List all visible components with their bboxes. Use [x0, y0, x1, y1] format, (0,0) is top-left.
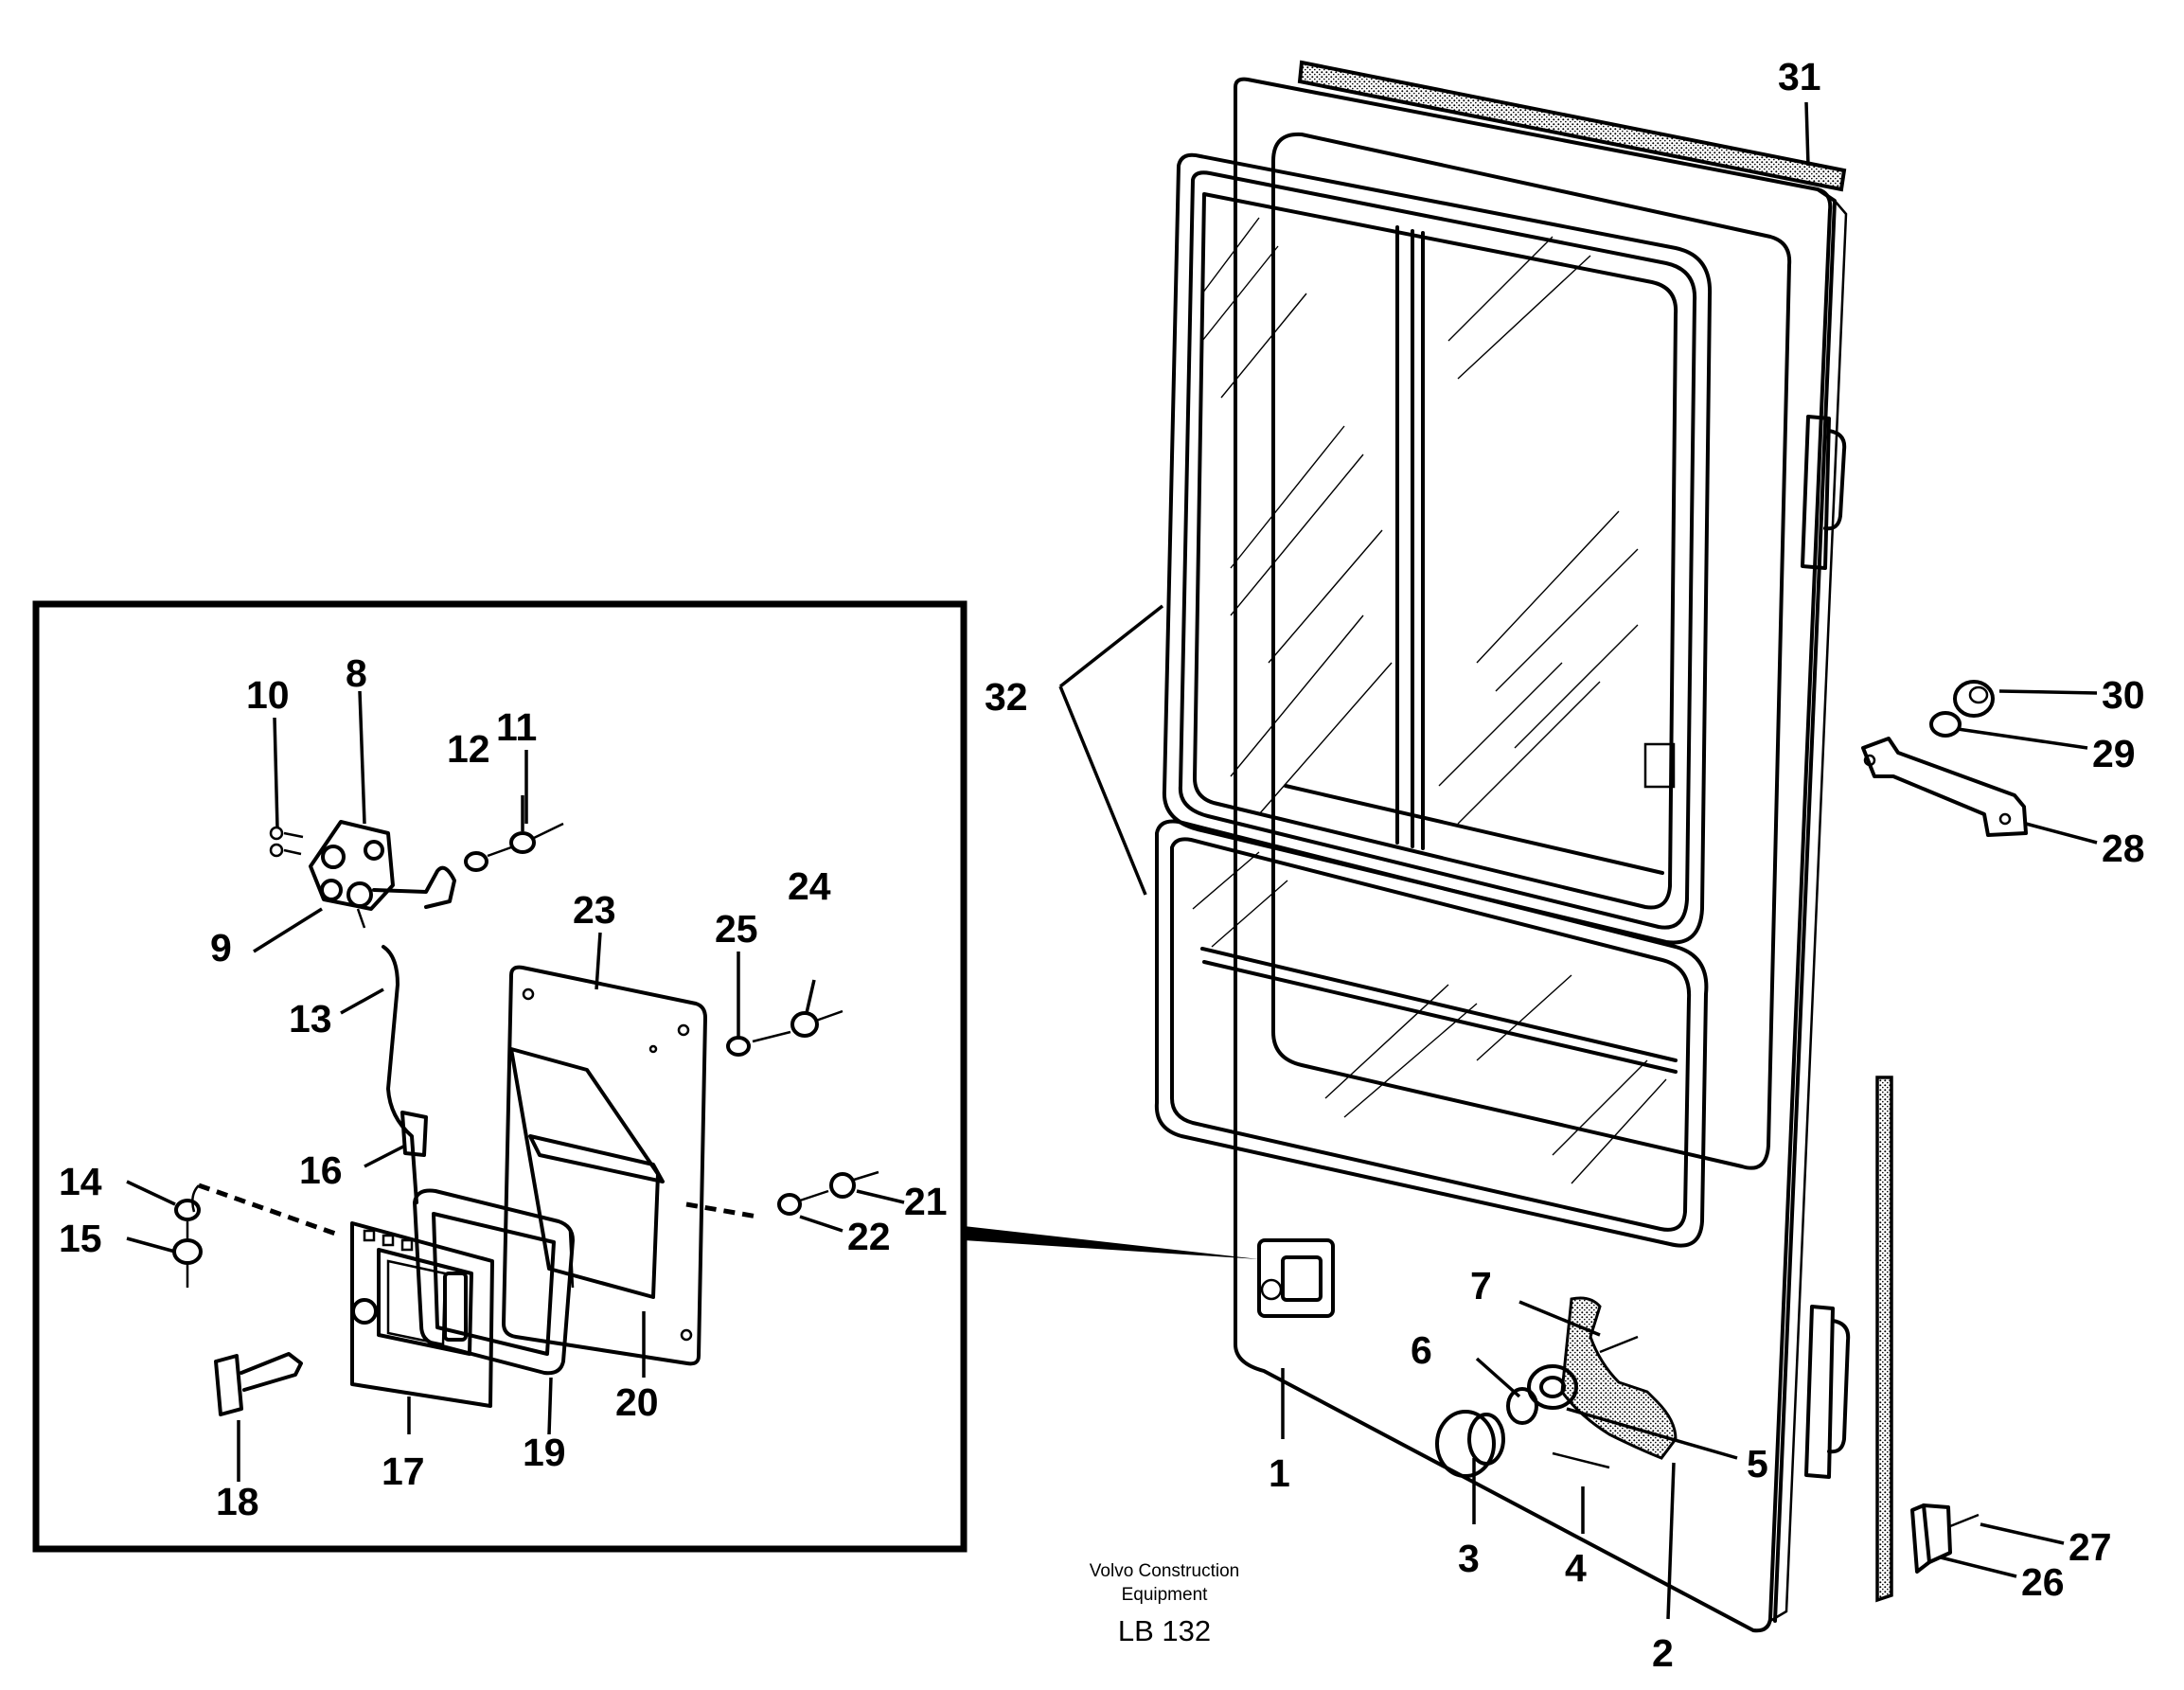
- key: [214, 1352, 303, 1416]
- label-14: 14: [59, 1160, 102, 1203]
- detail-inset-frame: [32, 600, 968, 1553]
- label-25: 25: [715, 907, 758, 951]
- label-9: 9: [210, 926, 232, 970]
- label-16: 16: [299, 1148, 343, 1192]
- leader-lines: [126, 101, 2098, 1620]
- diagram-code: LB 132: [1118, 1614, 1211, 1647]
- top-seal-strip: [1297, 60, 1847, 192]
- label-31: 31: [1778, 55, 1821, 98]
- caption-line-1: Volvo Construction: [1090, 1561, 1239, 1581]
- window-lower: [1154, 819, 1709, 1248]
- label-17: 17: [382, 1450, 425, 1493]
- side-seal-strip: [1875, 1076, 1893, 1603]
- hinge-bracket: [1861, 680, 2028, 837]
- label-26: 26: [2021, 1560, 2065, 1604]
- label-22: 22: [847, 1215, 891, 1258]
- label-1: 1: [1269, 1451, 1290, 1495]
- label-11: 11: [496, 705, 537, 749]
- label-27: 27: [2069, 1525, 2112, 1569]
- label-3: 3: [1458, 1537, 1480, 1580]
- label-13: 13: [289, 997, 332, 1041]
- label-32: 32: [985, 675, 1028, 719]
- caption-line-2: Equipment: [1122, 1585, 1209, 1605]
- label-23: 23: [573, 888, 616, 932]
- label-20: 20: [615, 1380, 659, 1424]
- upper-hinge: [1801, 415, 1847, 570]
- outer-door-handle: [1257, 1238, 1335, 1318]
- inset-parts: [172, 820, 879, 1416]
- label-10: 10: [246, 673, 290, 717]
- inset-pointer: [964, 1226, 1259, 1259]
- lower-bracket: [1910, 1503, 1980, 1574]
- label-19: 19: [523, 1431, 566, 1474]
- label-5: 5: [1747, 1442, 1768, 1485]
- caption-block: Volvo Construction Equipment LB 132: [1090, 1561, 1239, 1647]
- label-18: 18: [216, 1480, 259, 1523]
- label-4: 4: [1565, 1546, 1587, 1590]
- label-6: 6: [1411, 1328, 1432, 1372]
- lower-mechanism: [1435, 1296, 1678, 1478]
- lower-hinge: [1804, 1305, 1851, 1479]
- door-panel: [1234, 60, 1851, 1633]
- part-labels: 1 2 3 4 5 6 7 8 9 10 11 12 13 14 15 16 1…: [59, 55, 2145, 1675]
- handle-plate: [350, 1221, 494, 1408]
- glass-reflections: [1192, 217, 1667, 1184]
- label-7: 7: [1470, 1264, 1492, 1308]
- label-24: 24: [788, 864, 831, 908]
- label-28: 28: [2102, 827, 2145, 870]
- label-2: 2: [1652, 1631, 1674, 1675]
- label-8: 8: [346, 651, 367, 695]
- label-29: 29: [2092, 732, 2136, 775]
- label-15: 15: [59, 1217, 102, 1260]
- cover-plate: [502, 965, 707, 1366]
- lock-body: [269, 820, 456, 929]
- label-12: 12: [447, 727, 490, 771]
- label-21: 21: [904, 1180, 948, 1223]
- label-30: 30: [2102, 673, 2145, 717]
